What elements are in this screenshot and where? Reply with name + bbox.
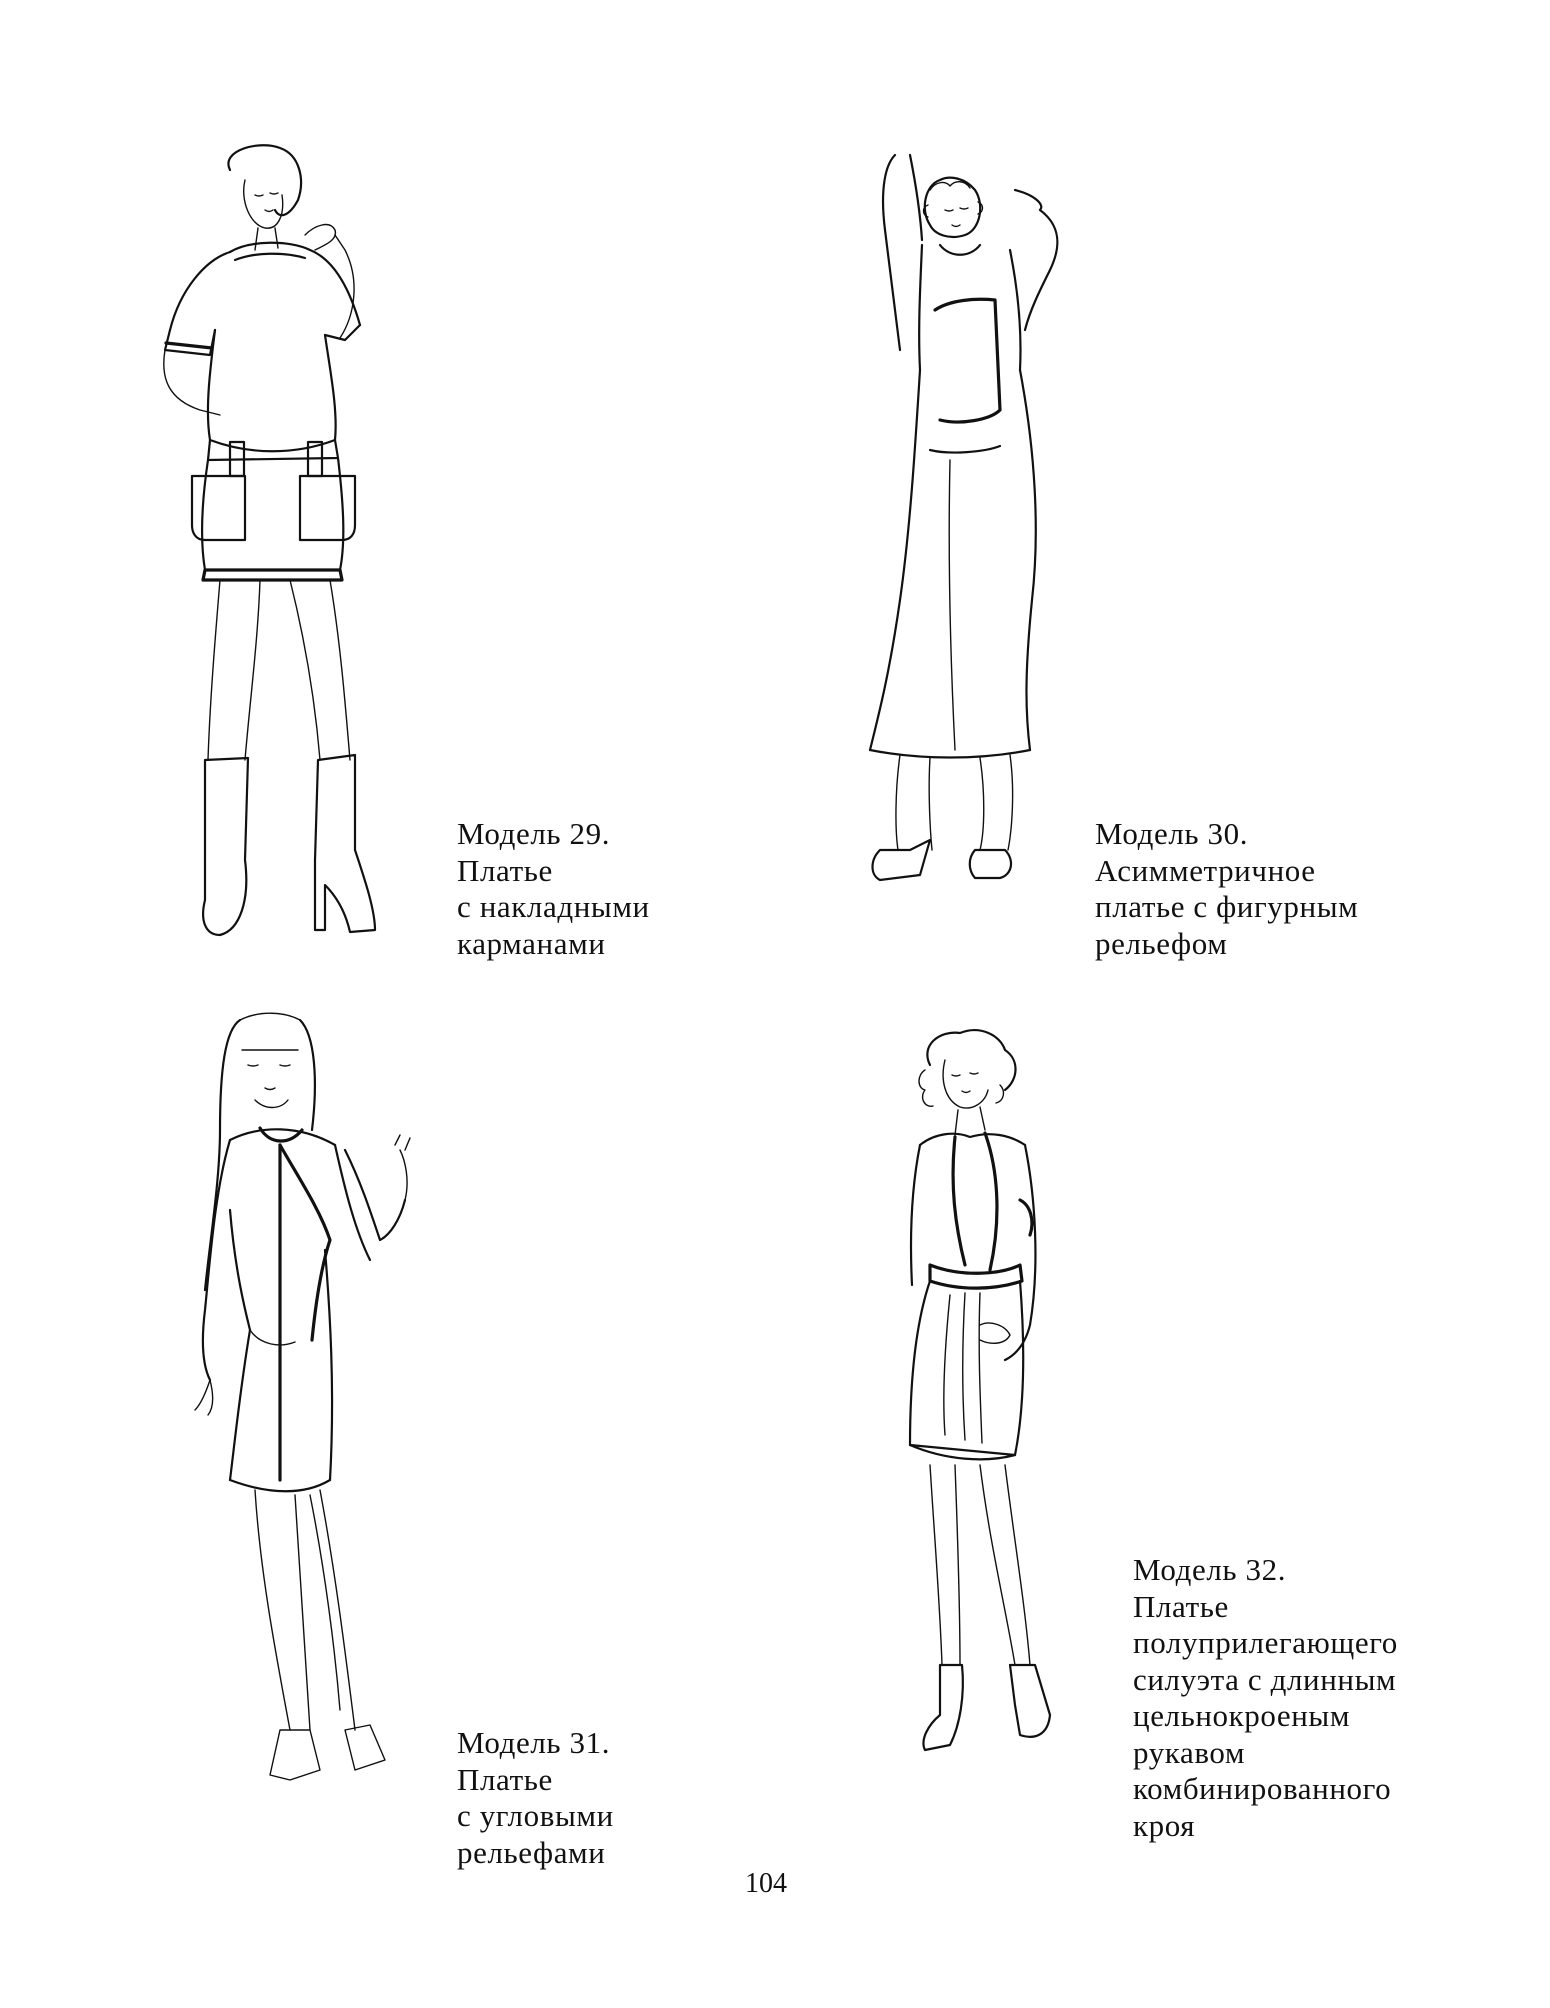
fashion-sketch-dress-angular-reliefs-icon	[120, 1010, 420, 1850]
caption-line: с угловыми	[457, 1798, 614, 1833]
caption-line: Асимметричное	[1095, 852, 1316, 888]
caption-line: комбинированного	[1133, 1771, 1392, 1806]
caption-model-29: Модель 29. Платье с накладными карманами	[457, 816, 650, 962]
fashion-sketch-asymmetric-long-dress-icon	[800, 150, 1100, 950]
caption-line: с накладными	[457, 889, 650, 924]
caption-line: Платье	[457, 852, 553, 888]
caption-model-31: Модель 31. Платье с угловыми рельефами	[457, 1725, 614, 1871]
caption-line: силуэта с длинным	[1133, 1661, 1397, 1697]
caption-line: кроя	[1133, 1807, 1196, 1843]
fashion-sketch-wrap-dress-icon	[850, 1025, 1120, 1805]
caption-line: полуприлегающего	[1133, 1625, 1398, 1660]
caption-line: рукавом	[1133, 1734, 1246, 1770]
caption-title: Модель 31.	[457, 1725, 611, 1760]
fashion-sketch-dress-with-patch-pockets-icon	[110, 140, 430, 940]
caption-line: рельефом	[1095, 925, 1228, 961]
page-number: 104	[745, 1868, 787, 1899]
caption-title: Модель 30.	[1095, 816, 1249, 851]
caption-model-30: Модель 30. Асимметричное платье с фигурн…	[1095, 816, 1358, 962]
caption-line: рельефами	[457, 1834, 606, 1870]
caption-line: платье с фигурным	[1095, 889, 1359, 924]
caption-line: Платье	[1133, 1588, 1229, 1624]
caption-title: Модель 32.	[1133, 1552, 1287, 1587]
caption-model-32: Модель 32. Платье полуприлегающего силуэ…	[1133, 1552, 1398, 1844]
caption-title: Модель 29.	[457, 816, 611, 851]
caption-line: карманами	[457, 925, 606, 961]
caption-line: цельнокроеным	[1133, 1698, 1351, 1733]
caption-line: Платье	[457, 1761, 553, 1797]
